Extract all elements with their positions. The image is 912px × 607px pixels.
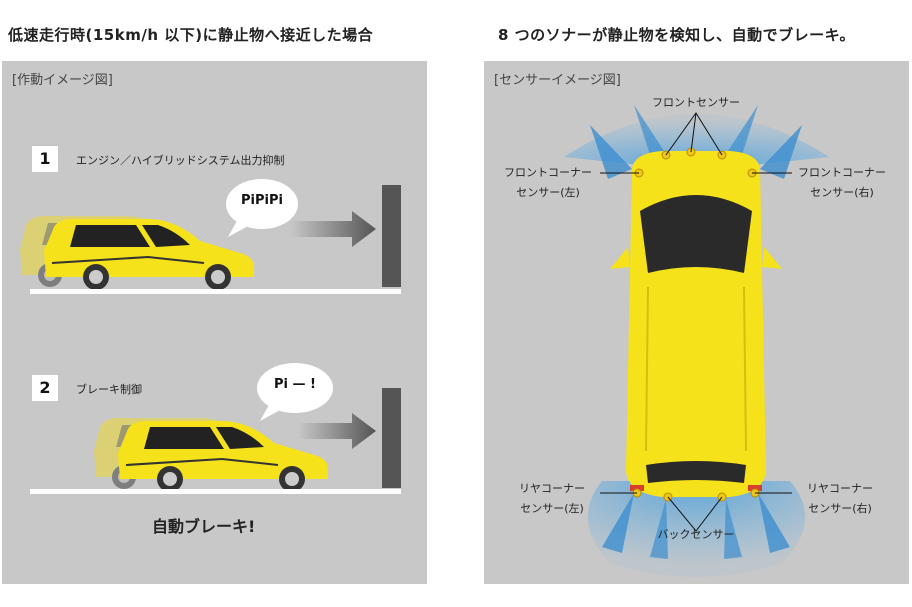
right-heading: 8 つのソナーが静止物を検知し、自動でブレーキ。 [498,26,856,44]
step1-number: 1 [32,146,58,172]
step1-sound-text: PiPiPi [241,193,283,208]
step1-ground [30,289,401,294]
rear-corner-left-label: リヤコーナー センサー(左) [504,479,600,519]
rear-corner-left-line1: リヤコーナー [519,482,585,495]
step2-speech-bubble [257,363,333,421]
step1-speech-bubble [226,179,298,237]
left-heading: 低速走行時(15km/h 以下)に静止物へ接近した場合 [8,26,374,44]
rear-corner-left-line2: センサー(左) [520,502,584,515]
sonar-fields [564,105,829,577]
front-sensor-label: フロントセンサー [652,96,740,109]
back-sensor-label: バックセンサー [657,528,735,541]
step1-wall [382,185,401,287]
rear-corner-right-line2: センサー(右) [808,502,872,515]
step1-label: エンジン／ハイブリッドシステム出力抑制 [76,154,285,167]
front-corner-left-line2: センサー(左) [516,186,580,199]
sensor-image-panel: [センサーイメージ図] [484,61,909,584]
car-top-view [600,112,792,532]
rear-corner-right-label: リヤコーナー センサー(右) [792,479,888,519]
front-corner-left-label: フロントコーナー センサー(左) [496,163,600,203]
step1-approach-arrow [290,211,376,247]
rear-corner-right-line1: リヤコーナー [807,482,873,495]
step2-approach-arrow [298,413,376,449]
step2-sound-text: Pi — ! [274,377,316,392]
sensor-panel-tag: [センサーイメージ図] [494,73,621,88]
auto-brake-text: 自動ブレーキ! [152,517,256,536]
step2-wall [382,388,401,488]
step2-ground [30,489,401,494]
front-corner-right-line2: センサー(右) [810,186,874,199]
operation-image-panel: [作動イメージ図] 1 エンジン／ハイブリッドシステム出力抑制 PiPiPi [2,61,427,584]
step1-car-illustration [20,216,254,290]
front-corner-right-line1: フロントコーナー [798,166,886,179]
step2-car-illustration [94,418,328,492]
front-corner-left-line1: フロントコーナー [504,166,592,179]
step2-number: 2 [32,375,58,401]
front-corner-right-label: フロントコーナー センサー(右) [790,163,894,203]
step2-label: ブレーキ制御 [76,383,142,396]
operation-panel-tag: [作動イメージ図] [12,73,113,88]
